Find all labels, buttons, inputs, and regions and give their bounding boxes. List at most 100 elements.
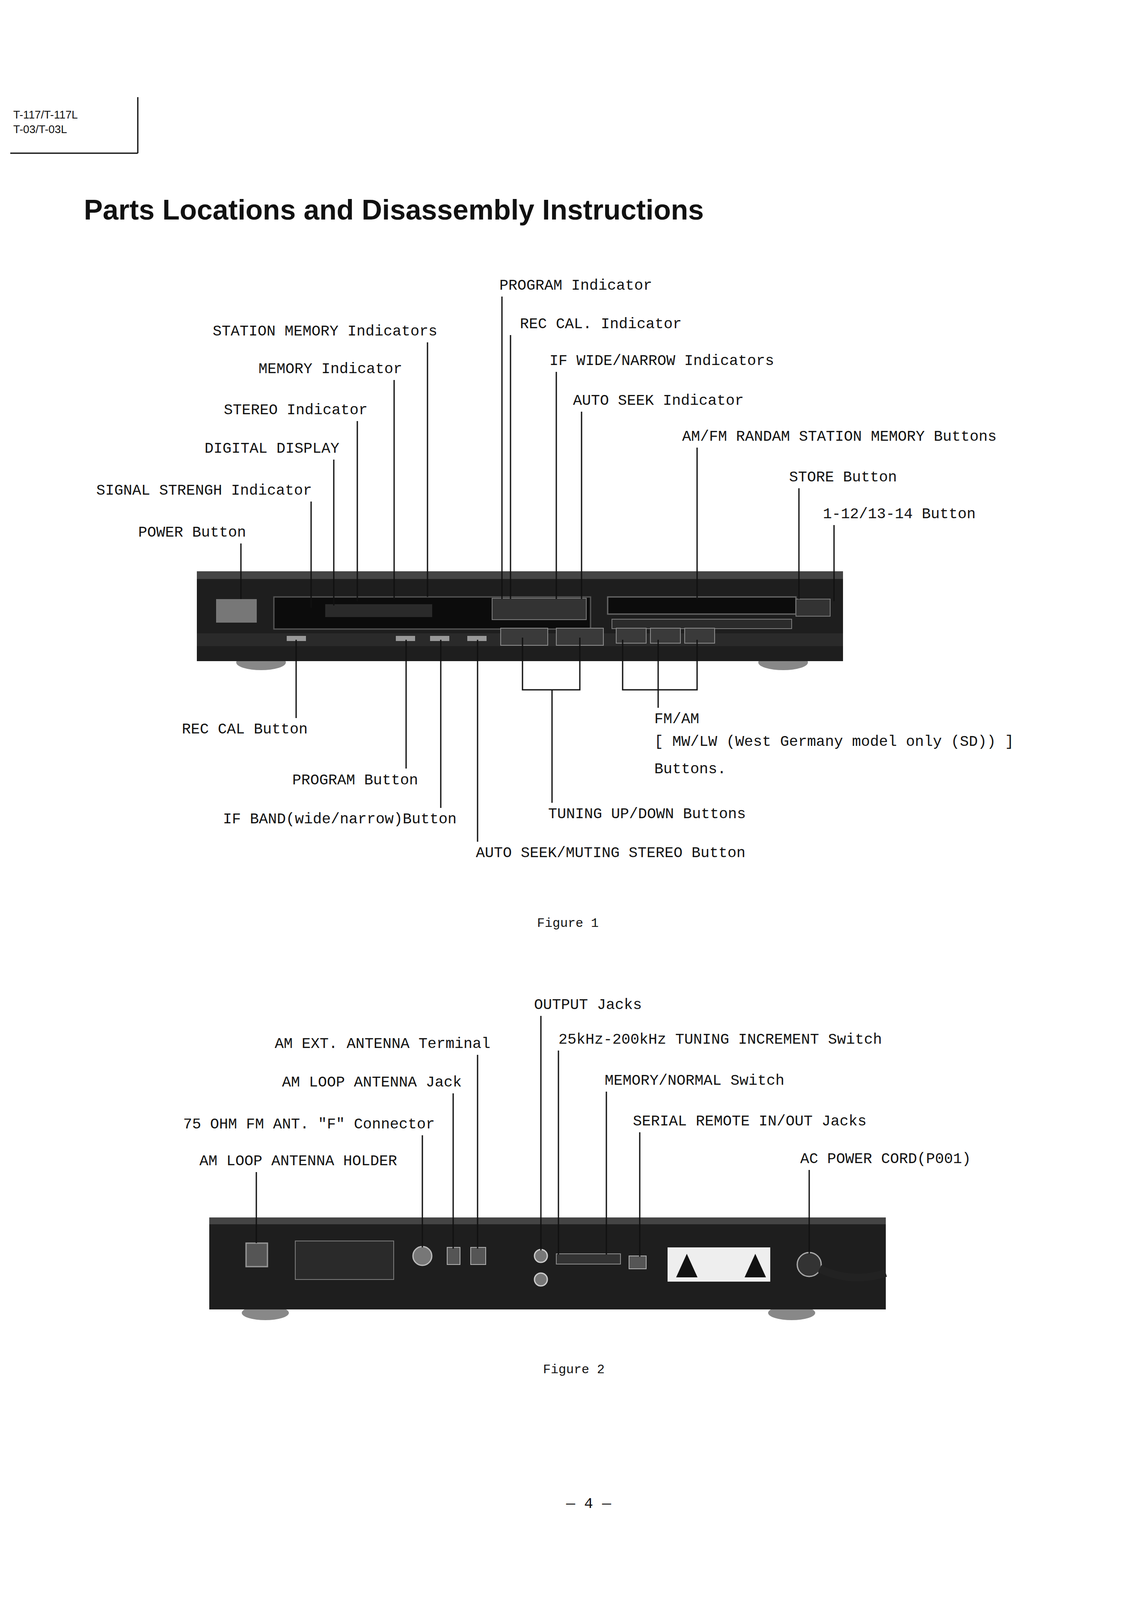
- drawing-part: [295, 639, 297, 719]
- part-label: MEMORY/NORMAL Switch: [603, 1071, 786, 1090]
- header-bracket: [10, 97, 138, 154]
- part-label: 1-12/13-14 Button: [821, 505, 977, 524]
- drawing-part: [196, 571, 844, 579]
- drawing-part: [797, 1252, 822, 1277]
- drawing-part: [744, 1253, 766, 1278]
- part-label: Buttons.: [653, 760, 728, 779]
- drawing-part: [819, 1268, 886, 1278]
- part-label: IF BAND(wide/narrow)Button: [221, 810, 458, 829]
- drawing-part: [534, 1249, 548, 1263]
- drawing-part: [137, 97, 139, 154]
- drawing-part: [273, 596, 591, 630]
- part-label: — 4 —: [564, 1495, 613, 1514]
- drawing-part: [581, 411, 583, 600]
- drawing-part: [510, 335, 512, 600]
- drawing-part: [447, 1247, 461, 1265]
- part-label: MEMORY Indicator: [257, 360, 404, 379]
- drawing-part: [795, 599, 831, 617]
- page-title: Parts Locations and Disassembly Instruct…: [83, 193, 704, 226]
- drawing-part: [216, 599, 257, 623]
- part-label: TUNING UP/DOWN Buttons: [546, 805, 748, 824]
- drawing-part: [500, 628, 548, 646]
- part-label: STORE Button: [787, 468, 899, 487]
- part-label: 75 OHM FM ANT. "F" Connector: [181, 1115, 437, 1134]
- drawing-part: [452, 1093, 455, 1249]
- drawing-part: [393, 379, 395, 600]
- front-panel: [196, 571, 844, 671]
- drawing-part: [255, 1172, 258, 1244]
- drawing-part: [639, 1132, 641, 1257]
- drawing-part: [477, 639, 479, 842]
- part-label: AUTO SEEK/MUTING STEREO Button: [474, 844, 747, 863]
- drawing-part: [556, 1253, 621, 1265]
- drawing-part: [696, 447, 698, 600]
- drawing-part: [295, 1240, 394, 1280]
- drawing-part: [412, 1246, 432, 1266]
- drawing-part: [622, 639, 698, 690]
- drawing-part: [657, 639, 660, 708]
- part-label: AM LOOP ANTENNA Jack: [280, 1073, 464, 1092]
- part-label: REC CAL Button: [180, 720, 309, 739]
- part-label: FM/AM: [653, 710, 701, 729]
- part-label: [ MW/LW (West Germany model only (SD)) ]: [653, 733, 1016, 752]
- drawing-part: [555, 371, 558, 600]
- drawing-part: [405, 639, 407, 769]
- drawing-part: [501, 296, 503, 600]
- drawing-part: [551, 689, 553, 803]
- drawing-part: [477, 1054, 479, 1249]
- part-label: AM EXT. ANTENNA Terminal: [273, 1035, 492, 1054]
- drawing-part: [356, 421, 359, 602]
- drawing-part: [667, 1247, 771, 1282]
- drawing-part: [605, 1091, 608, 1255]
- part-label: STEREO Indicator: [222, 401, 369, 420]
- drawing-part: [333, 459, 335, 606]
- drawing-part: [522, 637, 580, 690]
- figure-caption: Figure 1: [535, 914, 600, 933]
- drawing-part: [798, 488, 800, 600]
- drawing-part: [310, 501, 312, 608]
- drawing-part: [684, 628, 715, 644]
- drawing-part: [209, 1217, 886, 1310]
- part-label: PROGRAM Button: [290, 771, 420, 790]
- part-label: POWER Button: [136, 523, 248, 542]
- figure-caption: Figure 2: [541, 1360, 606, 1379]
- drawing-part: [430, 635, 450, 642]
- drawing-part: [558, 1050, 560, 1255]
- drawing-part: [492, 598, 587, 620]
- model-header: T-03/T-03L: [11, 122, 69, 136]
- drawing-part: [616, 628, 647, 644]
- part-label: STATION MEMORY Indicators: [211, 322, 439, 341]
- drawing-part: [607, 596, 796, 615]
- drawing-part: [325, 604, 433, 618]
- drawing-part: [808, 1169, 811, 1254]
- drawing-part: [209, 1217, 886, 1225]
- part-label: OUTPUT Jacks: [532, 996, 644, 1015]
- drawing-part: [540, 1015, 542, 1251]
- part-label: AM/FM RANDAM STATION MEMORY Buttons: [680, 427, 998, 446]
- part-label: DIGITAL DISPLAY: [203, 439, 341, 458]
- part-label: AUTO SEEK Indicator: [571, 391, 746, 410]
- drawing-part: [650, 628, 681, 644]
- drawing-part: [10, 152, 138, 155]
- drawing-part: [246, 1243, 268, 1267]
- drawing-part: [427, 342, 429, 597]
- rear-panel: [209, 1217, 886, 1321]
- drawing-part: [440, 639, 442, 808]
- part-label: AM LOOP ANTENNA HOLDER: [198, 1152, 399, 1171]
- part-label: SERIAL REMOTE IN/OUT Jacks: [631, 1112, 868, 1131]
- drawing-part: [676, 1253, 698, 1278]
- model-header: T-117/T-117L: [11, 108, 80, 122]
- part-label: AC POWER CORD(P001): [798, 1150, 973, 1169]
- drawing-part: [534, 1273, 548, 1286]
- drawing-part: [421, 1135, 424, 1248]
- part-label: PROGRAM Indicator: [498, 276, 654, 295]
- part-label: SIGNAL STRENGH Indicator: [94, 481, 314, 500]
- part-label: IF WIDE/NARROW Indicators: [548, 352, 776, 371]
- drawing-part: [196, 571, 844, 662]
- part-label: REC CAL. Indicator: [518, 315, 683, 334]
- drawing-part: [240, 543, 242, 600]
- drawing-part: [833, 525, 835, 602]
- drawing-part: [629, 1255, 647, 1269]
- drawing-part: [611, 619, 792, 629]
- drawing-part: [470, 1247, 486, 1265]
